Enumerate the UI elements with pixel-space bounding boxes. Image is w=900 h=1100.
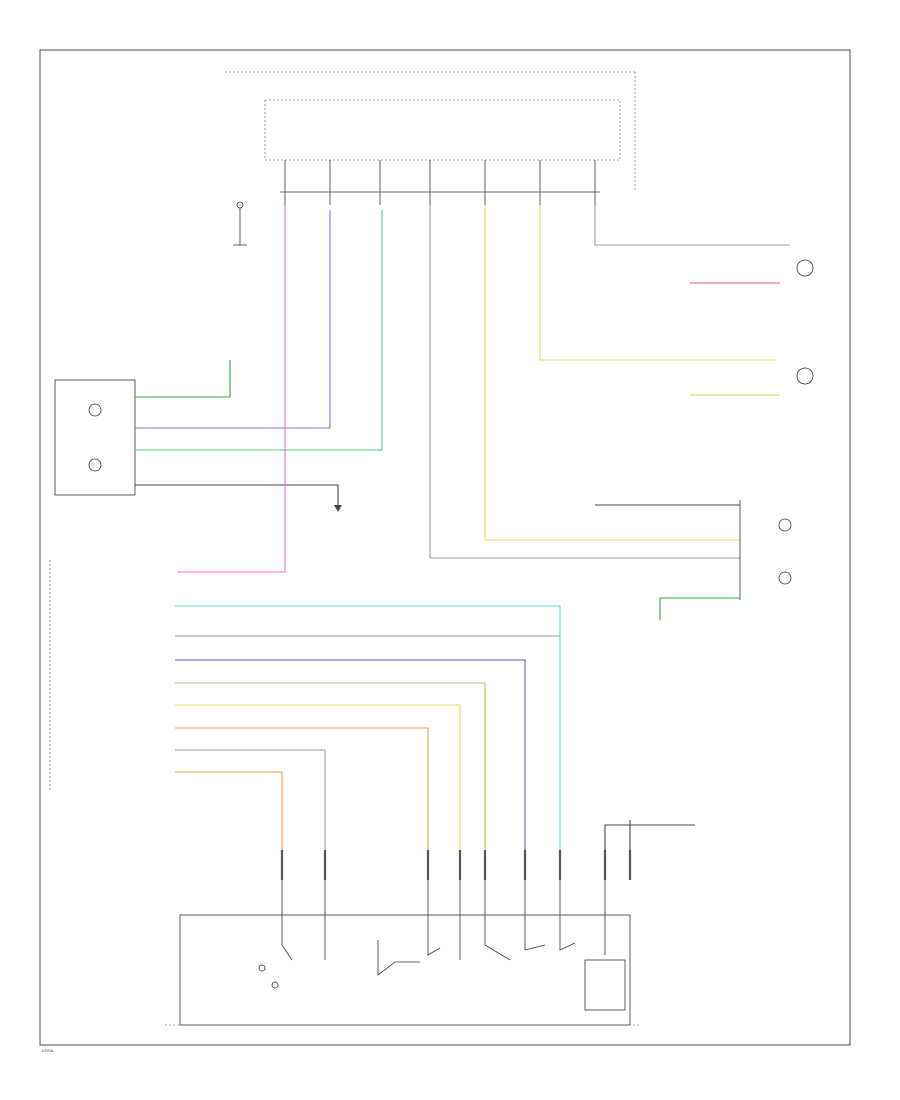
wire-yellow-headlamp — [175, 704, 461, 870]
wire-orange-park — [175, 727, 429, 870]
wire-cyan-right-turn — [175, 605, 561, 870]
headlamp-switch-assembly — [179, 914, 631, 1026]
wire-green-right-headlamp — [659, 597, 740, 620]
switch-contacts — [258, 880, 626, 1011]
wire-blue-left-headlamp — [135, 210, 331, 429]
wire-gray-right-upper — [594, 205, 790, 246]
wire-gray-vertical — [429, 205, 740, 559]
fuse-relay-module — [264, 99, 621, 161]
wire-lightgreen-left-headlamp — [135, 210, 383, 451]
wire-green-left-headlamp — [135, 360, 231, 398]
right-rear-lamp-upper — [796, 259, 814, 277]
right-headlamp-bulb-high — [778, 518, 792, 532]
left-headlamp-bulb-low — [88, 458, 102, 472]
wire-orange-panel — [175, 771, 283, 870]
ground-arrow-left — [334, 505, 342, 512]
diagram-frame — [39, 49, 851, 1046]
left-headlamp-box — [54, 379, 136, 496]
wire-yellow-vertical — [484, 205, 740, 541]
wire-gray-park2 — [175, 749, 326, 870]
wire-black-lower-right — [604, 824, 695, 870]
wire-yellowgreen-right-tail — [539, 205, 775, 361]
wire-black-left-headlamp — [135, 484, 339, 505]
wire-olive-fog — [175, 682, 486, 870]
left-headlamp-bulb-high — [88, 403, 102, 417]
wire-purple-optical — [175, 659, 526, 870]
footer-tag: LS/SA — [42, 1048, 54, 1053]
connector-stubs — [280, 850, 632, 880]
ground-symbol-upper — [233, 201, 247, 246]
wire-pink-feed — [178, 205, 286, 573]
right-rear-lamp-lower — [796, 367, 814, 385]
right-headlamp-bulb-low — [778, 571, 792, 585]
module-pins — [284, 160, 596, 205]
